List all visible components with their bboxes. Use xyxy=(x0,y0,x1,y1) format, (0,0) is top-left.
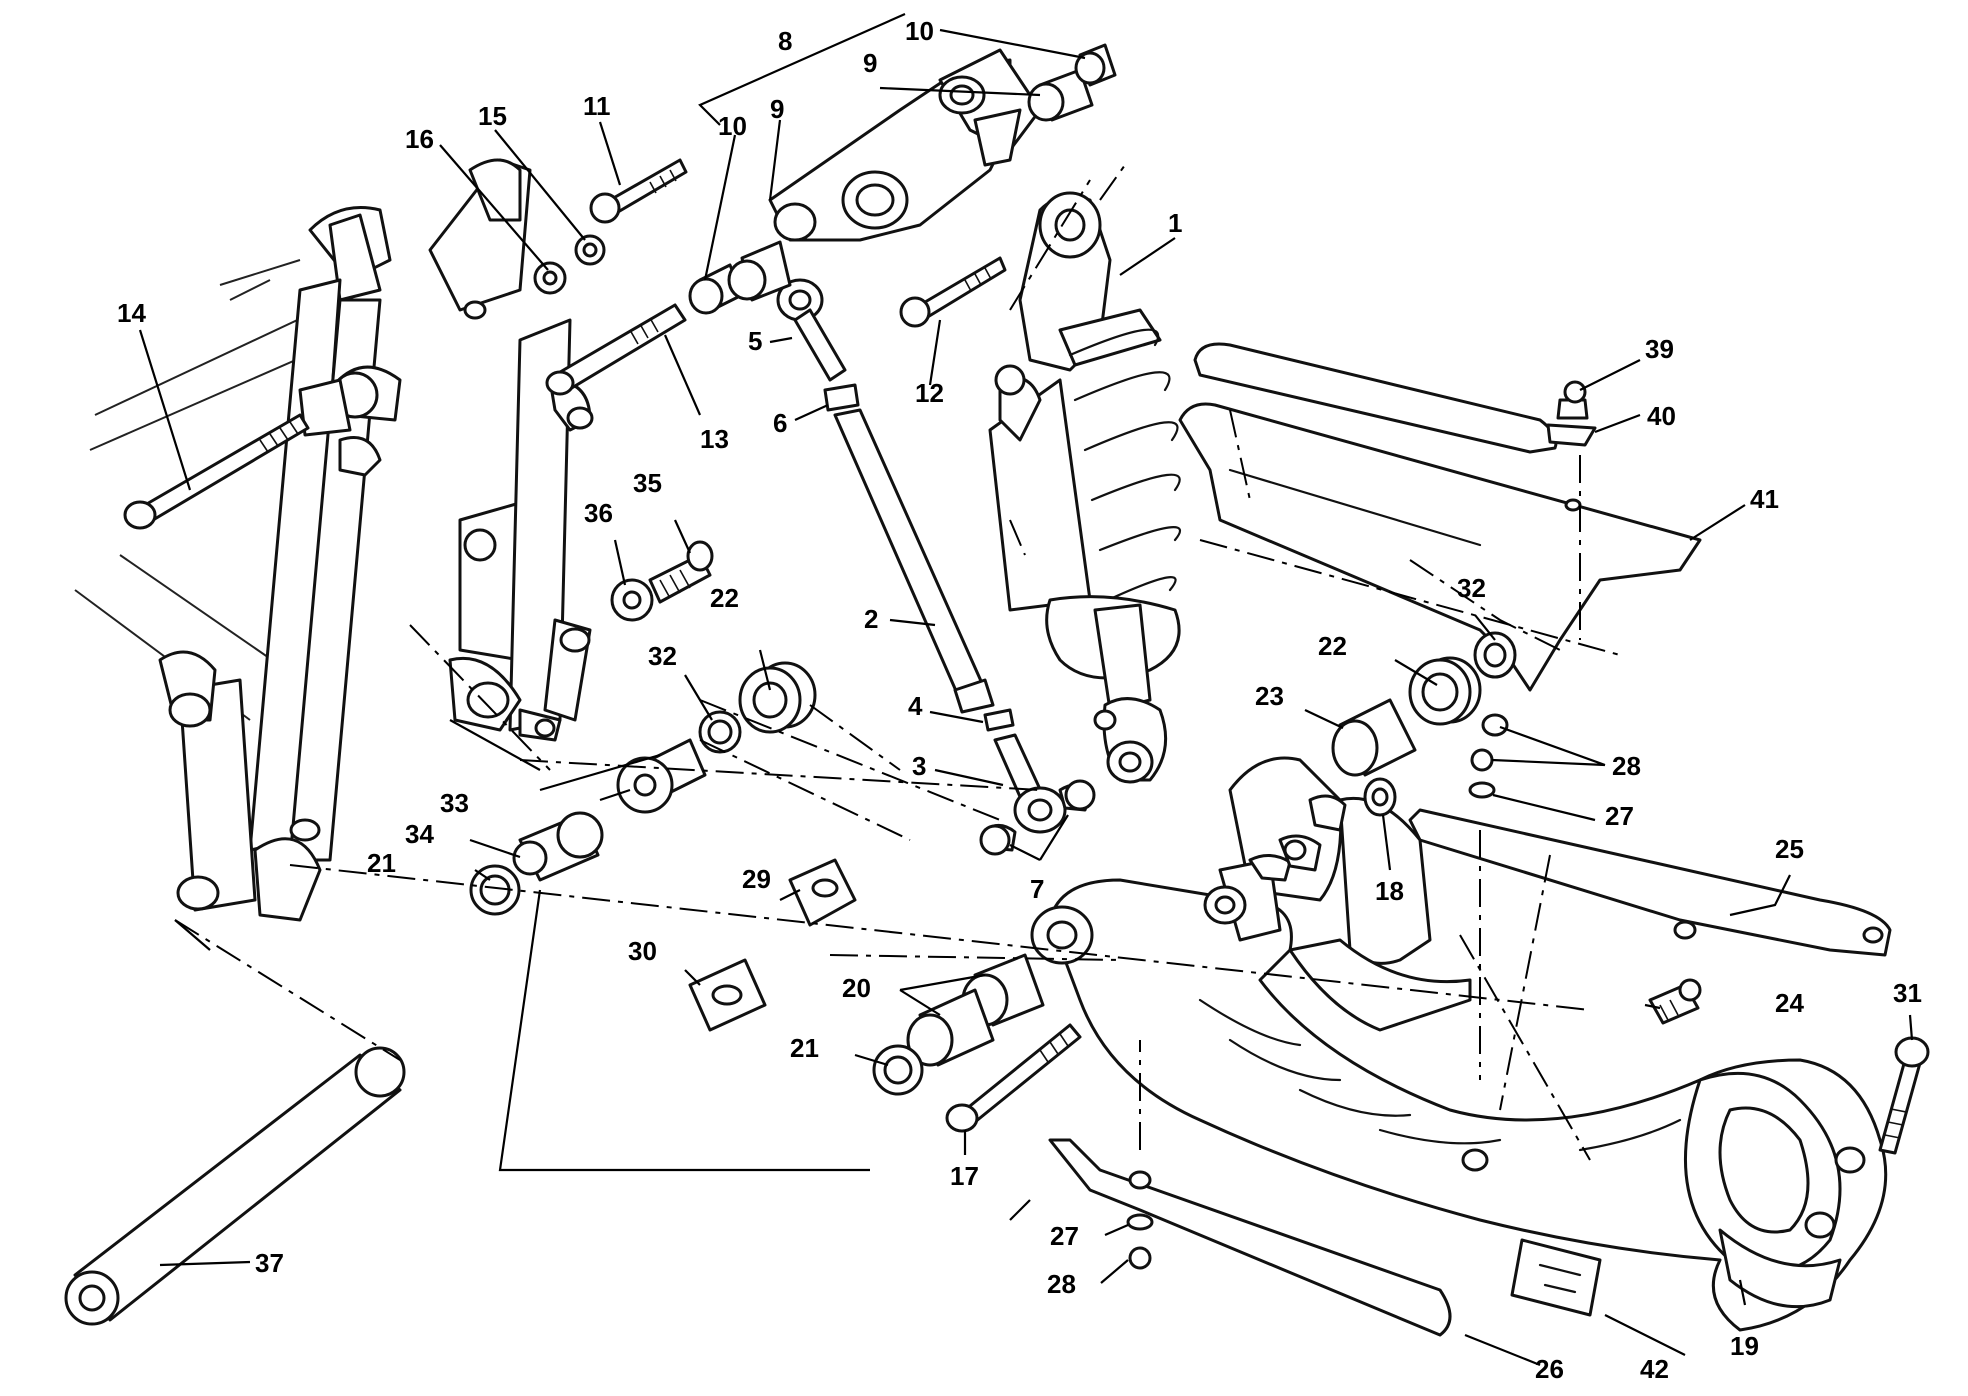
callout-41: 41 xyxy=(1750,484,1779,514)
callout-15: 15 xyxy=(478,101,507,131)
callout-19: 19 xyxy=(1730,1331,1759,1361)
chain-guard-upper xyxy=(1178,342,1702,692)
callout-29: 29 xyxy=(742,864,771,894)
callout-1: 1 xyxy=(1168,208,1182,238)
callout-3: 3 xyxy=(912,751,926,781)
callout-25: 25 xyxy=(1775,834,1804,864)
callout-32-left: 32 xyxy=(648,641,677,671)
callout-11: 11 xyxy=(583,91,611,121)
callout-35: 35 xyxy=(633,468,662,498)
callout-28-left: 28 xyxy=(1047,1269,1076,1299)
callout-36: 36 xyxy=(584,498,613,528)
callout-14: 14 xyxy=(117,298,146,328)
callout-28-right: 28 xyxy=(1612,751,1641,781)
callout-10-left: 10 xyxy=(718,111,747,141)
callout-27-left: 27 xyxy=(1050,1221,1079,1251)
callout-21-left: 21 xyxy=(367,848,396,878)
rocker-link xyxy=(768,48,1042,242)
callout-27-right: 27 xyxy=(1605,801,1634,831)
callout-32-right: 32 xyxy=(1457,573,1486,603)
callout-33: 33 xyxy=(440,788,469,818)
assembly-centerlines xyxy=(174,164,1621,1161)
chain-guard-lower xyxy=(1048,808,1892,1337)
callout-21-right: 21 xyxy=(790,1033,819,1063)
single-sided-swingarm xyxy=(1030,756,1888,1332)
callout-30: 30 xyxy=(628,936,657,966)
callout-8: 8 xyxy=(778,26,792,56)
callout-2: 2 xyxy=(864,604,878,634)
callout-24: 24 xyxy=(1775,988,1804,1018)
shock-absorber xyxy=(988,191,1181,784)
callout-12: 12 xyxy=(915,378,944,408)
fasteners-and-bearings xyxy=(64,43,1930,1326)
callout-18: 18 xyxy=(1375,876,1404,906)
callout-13: 13 xyxy=(700,424,729,454)
callout-5: 5 xyxy=(748,326,762,356)
callout-7: 7 xyxy=(1030,874,1044,904)
callout-10-right: 10 xyxy=(905,16,934,46)
tie-rod-assembly xyxy=(776,278,1092,852)
callout-37: 37 xyxy=(255,1248,284,1278)
callout-26: 26 xyxy=(1535,1354,1564,1384)
group-brackets xyxy=(174,12,1031,1221)
callout-9-right: 9 xyxy=(863,48,877,78)
callout-34: 34 xyxy=(405,819,434,849)
callout-16: 16 xyxy=(405,124,434,154)
callout-17: 17 xyxy=(950,1161,979,1191)
callout-20: 20 xyxy=(842,973,871,1003)
callout-labels: 1 2 3 4 5 6 7 8 9 9 10 10 11 12 13 14 15… xyxy=(117,16,1922,1384)
callout-42: 42 xyxy=(1640,1354,1669,1384)
callout-39: 39 xyxy=(1645,334,1674,364)
callout-23: 23 xyxy=(1255,681,1284,711)
callout-9-left: 9 xyxy=(770,94,784,124)
callout-40: 40 xyxy=(1647,401,1676,431)
callout-6: 6 xyxy=(773,408,787,438)
callout-31: 31 xyxy=(1893,978,1922,1008)
callout-22-left: 22 xyxy=(710,583,739,613)
main-frame xyxy=(74,158,594,922)
callout-4: 4 xyxy=(908,691,923,721)
callout-leaders xyxy=(138,28,1914,1367)
callout-22-right: 22 xyxy=(1318,631,1347,661)
